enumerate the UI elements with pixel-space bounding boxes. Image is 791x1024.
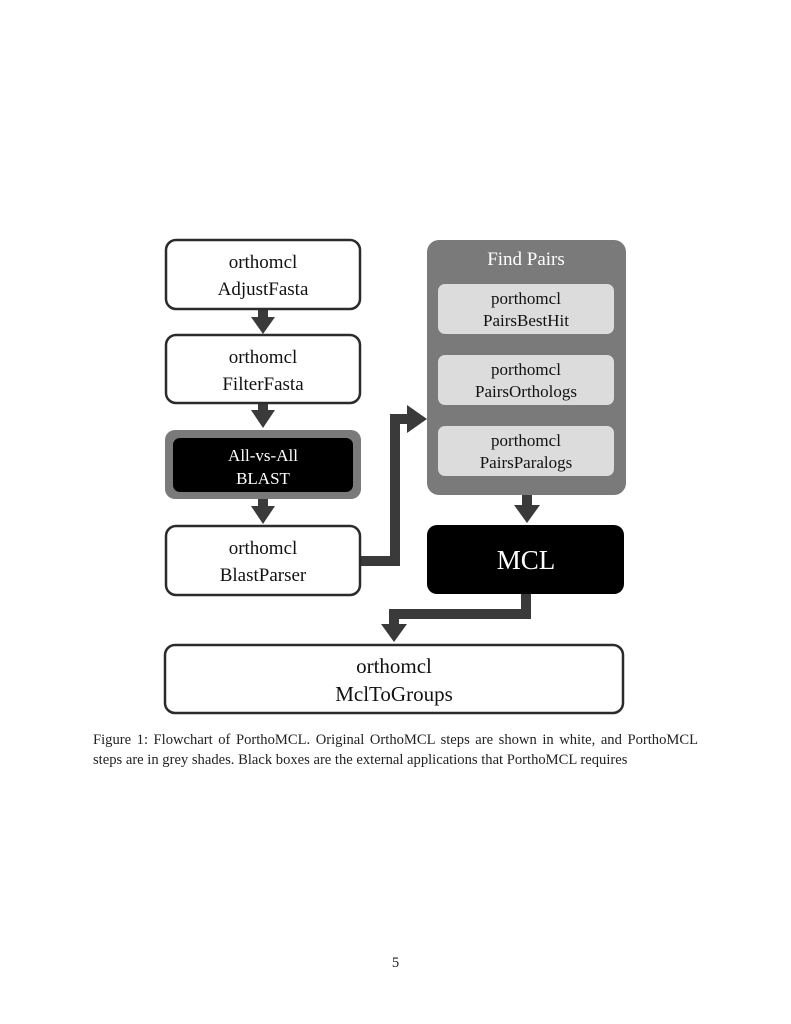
- arrow-blast-to-parser: [251, 499, 275, 524]
- arrow-adjust-to-filter: [251, 309, 275, 334]
- pairs-orthologs-line1: porthomcl: [491, 360, 561, 379]
- mcl-box: MCL: [427, 525, 624, 594]
- mcl-label: MCL: [497, 545, 556, 575]
- find-pairs-container: Find Pairs porthomcl PairsBestHit portho…: [427, 240, 626, 495]
- pairs-best-hit-box: porthomcl PairsBestHit: [438, 284, 614, 334]
- porthomcl-flowchart: orthomcl AdjustFasta orthomcl FilterFast…: [163, 238, 626, 715]
- blast-line1: All-vs-All: [228, 446, 298, 465]
- pairs-paralogs-line1: porthomcl: [491, 431, 561, 450]
- arrow-parser-to-findpairs: [360, 405, 427, 566]
- arrow-filter-to-blast: [251, 403, 275, 428]
- adjust-fasta-box: orthomcl AdjustFasta: [164, 238, 362, 311]
- blast-parser-line1: orthomcl: [229, 538, 298, 559]
- blast-line2: BLAST: [236, 469, 290, 488]
- filter-fasta-line1: orthomcl: [229, 347, 298, 368]
- figure-caption: Figure 1: Flowchart of PorthoMCL. Origin…: [93, 732, 698, 768]
- mcl-to-groups-line2: MclToGroups: [335, 682, 453, 706]
- blast-parser-box: orthomcl BlastParser: [164, 524, 362, 597]
- connectors: [251, 309, 540, 642]
- pairs-orthologs-box: porthomcl PairsOrthologs: [438, 355, 614, 405]
- blast-parser-line2: BlastParser: [220, 565, 307, 586]
- mcl-to-groups-box: orthomcl MclToGroups: [163, 643, 625, 715]
- find-pairs-title: Find Pairs: [487, 249, 565, 270]
- adjust-fasta-line2: AdjustFasta: [218, 279, 309, 300]
- blast-box: All-vs-All BLAST: [165, 430, 361, 499]
- arrow-findpairs-to-mcl: [514, 494, 540, 523]
- pairs-best-hit-line1: porthomcl: [491, 289, 561, 308]
- filter-fasta-box: orthomcl FilterFasta: [164, 333, 362, 405]
- mcl-to-groups-line1: orthomcl: [356, 654, 432, 678]
- page-number: 5: [391, 955, 400, 971]
- pairs-paralogs-box: porthomcl PairsParalogs: [438, 426, 614, 476]
- pairs-best-hit-line2: PairsBestHit: [483, 311, 569, 330]
- pairs-orthologs-line2: PairsOrthologs: [475, 382, 577, 401]
- filter-fasta-line2: FilterFasta: [222, 374, 304, 395]
- adjust-fasta-line1: orthomcl: [229, 252, 298, 273]
- arrow-mcl-to-groups: [381, 594, 531, 642]
- pairs-paralogs-line2: PairsParalogs: [480, 453, 573, 472]
